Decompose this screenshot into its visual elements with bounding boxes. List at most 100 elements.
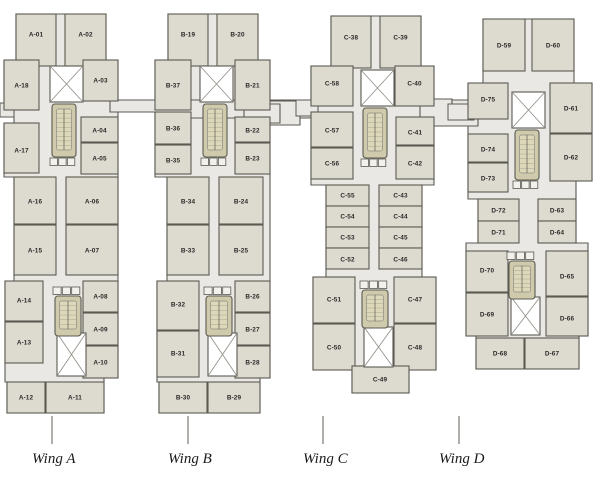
room-a-14[interactable]	[4, 280, 44, 322]
room-c-51[interactable]	[312, 276, 356, 324]
room-d-60[interactable]	[531, 18, 575, 72]
room-c-42[interactable]	[395, 145, 435, 180]
core-b-bottom	[203, 286, 238, 377]
room-d-62[interactable]	[549, 133, 593, 182]
room-d-65[interactable]	[545, 250, 589, 297]
room-d-73[interactable]	[467, 162, 509, 193]
room-c-57[interactable]	[310, 111, 354, 148]
room-label-a-05: A-05	[92, 155, 107, 162]
room-label-b-25: B-25	[234, 247, 249, 254]
room-b-23[interactable]	[234, 142, 271, 175]
room-b-19[interactable]	[167, 13, 209, 67]
room-a-13[interactable]	[4, 321, 44, 364]
room-b-31[interactable]	[156, 330, 200, 378]
room-c-48[interactable]	[393, 323, 437, 371]
room-a-07[interactable]	[65, 224, 119, 276]
room-b-21[interactable]	[234, 59, 271, 111]
room-d-67[interactable]	[524, 337, 580, 370]
room-c-47[interactable]	[393, 276, 437, 324]
room-a-10[interactable]	[82, 345, 119, 379]
room-b-24[interactable]	[218, 176, 264, 225]
room-a-09[interactable]	[82, 312, 119, 346]
core-b-top-void-diag-2	[199, 65, 234, 103]
room-b-33[interactable]	[166, 224, 210, 276]
room-a-12[interactable]	[6, 381, 46, 414]
room-a-18[interactable]	[3, 59, 40, 111]
room-a-06[interactable]	[65, 176, 119, 225]
room-d-59[interactable]	[482, 18, 526, 72]
room-a-15[interactable]	[13, 224, 57, 276]
core-d-top-service-box	[512, 180, 521, 189]
room-d-66[interactable]	[545, 296, 589, 337]
room-b-26[interactable]	[234, 280, 271, 313]
room-label-b-37: B-37	[166, 82, 181, 89]
room-b-27[interactable]	[234, 312, 271, 346]
room-label-a-08: A-08	[93, 293, 108, 300]
room-c-58[interactable]	[310, 65, 354, 107]
room-a-05[interactable]	[80, 142, 119, 175]
room-label-c-40: C-40	[407, 80, 422, 87]
room-d-68[interactable]	[475, 337, 525, 370]
room-d-64[interactable]	[537, 220, 577, 244]
core-c-top-service-box	[360, 158, 369, 167]
core-a-top-service-box	[49, 157, 58, 166]
room-c-50[interactable]	[312, 323, 356, 371]
room-c-46[interactable]	[378, 247, 423, 270]
room-c-40[interactable]	[394, 65, 435, 107]
room-a-04[interactable]	[80, 116, 119, 143]
room-c-52[interactable]	[325, 247, 370, 270]
room-label-d-60: D-60	[546, 42, 561, 49]
room-d-74[interactable]	[467, 133, 509, 163]
room-d-69[interactable]	[465, 292, 509, 337]
room-label-b-23: B-23	[245, 155, 260, 162]
room-c-39[interactable]	[379, 15, 422, 69]
room-label-d-61: D-61	[564, 105, 579, 112]
room-c-56[interactable]	[310, 147, 354, 180]
room-b-35[interactable]	[154, 144, 192, 175]
room-c-38[interactable]	[330, 15, 372, 69]
room-label-a-01: A-01	[29, 31, 44, 38]
room-label-d-73: D-73	[481, 175, 496, 182]
room-b-32[interactable]	[156, 280, 200, 331]
room-label-a-16: A-16	[28, 198, 43, 205]
room-a-17[interactable]	[3, 122, 40, 174]
room-label-a-07: A-07	[85, 247, 100, 254]
room-label-c-45: C-45	[393, 234, 408, 241]
room-a-16[interactable]	[13, 176, 57, 225]
core-d-bottom-service-box	[525, 251, 535, 260]
room-b-25[interactable]	[218, 224, 264, 276]
core-b-bottom-service-box	[212, 286, 222, 295]
room-a-11[interactable]	[45, 381, 105, 414]
room-label-a-06: A-06	[85, 198, 100, 205]
room-a-03[interactable]	[82, 59, 119, 102]
room-b-37[interactable]	[154, 59, 192, 111]
room-d-75[interactable]	[467, 82, 509, 120]
core-d-top	[511, 91, 546, 189]
core-b-top-service-box	[209, 157, 218, 166]
room-b-36[interactable]	[154, 111, 192, 145]
core-d-top-service-box	[521, 180, 530, 189]
room-label-d-67: D-67	[545, 350, 560, 357]
room-a-02[interactable]	[64, 13, 107, 67]
room-d-61[interactable]	[549, 82, 593, 134]
room-d-70[interactable]	[465, 250, 509, 293]
room-label-d-68: D-68	[493, 350, 508, 357]
room-b-20[interactable]	[216, 13, 259, 67]
room-d-71[interactable]	[477, 220, 520, 244]
room-label-c-57: C-57	[325, 127, 340, 134]
core-c-top-service-box	[369, 158, 378, 167]
room-a-08[interactable]	[82, 280, 119, 313]
room-label-c-39: C-39	[393, 34, 408, 41]
room-b-29[interactable]	[207, 381, 261, 414]
room-b-30[interactable]	[158, 381, 208, 414]
room-a-01[interactable]	[15, 13, 57, 67]
room-label-d-65: D-65	[560, 273, 575, 280]
room-c-41[interactable]	[395, 116, 435, 146]
room-c-49[interactable]	[351, 365, 410, 394]
room-b-34[interactable]	[166, 176, 210, 225]
room-label-b-34: B-34	[181, 198, 196, 205]
core-c-bottom-service-box	[378, 280, 388, 289]
room-b-22[interactable]	[234, 116, 271, 143]
room-b-28[interactable]	[234, 345, 271, 379]
